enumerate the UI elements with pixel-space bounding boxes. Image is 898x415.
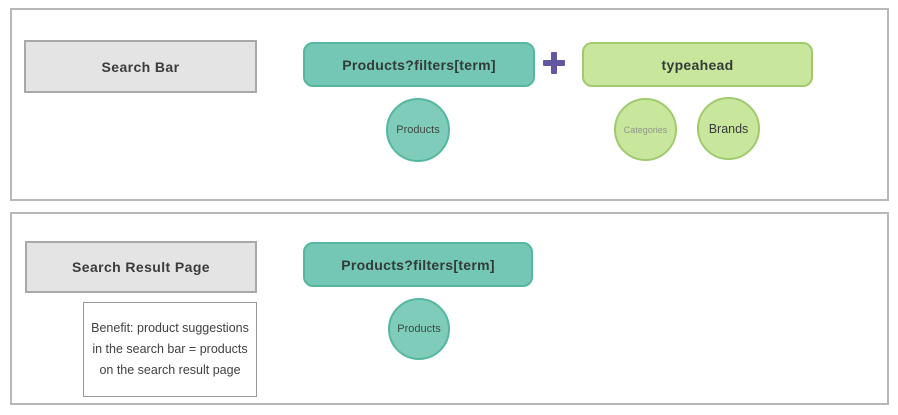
- products-filters-endpoint-box: Products?filters[term]: [303, 42, 535, 87]
- plus-icon: [543, 52, 565, 74]
- search-result-page-panel: Search Result Page Benefit: product sugg…: [10, 212, 889, 405]
- search-bar-label-box: Search Bar: [24, 40, 257, 93]
- search-result-page-label-box: Search Result Page: [25, 241, 257, 293]
- categories-circle: Categories: [614, 98, 677, 161]
- search-bar-label: Search Bar: [101, 58, 180, 75]
- products-circle: Products: [388, 298, 450, 360]
- typeahead-box: typeahead: [582, 42, 813, 87]
- search-result-page-label: Search Result Page: [72, 259, 210, 275]
- products-circle: Products: [386, 98, 450, 162]
- products-filters-endpoint-box: Products?filters[term]: [303, 242, 533, 287]
- benefit-note-box: Benefit: product suggestions in the sear…: [83, 302, 257, 397]
- search-bar-panel: Search Bar Products?filters[term] typeah…: [10, 8, 889, 201]
- brands-circle: Brands: [697, 97, 760, 160]
